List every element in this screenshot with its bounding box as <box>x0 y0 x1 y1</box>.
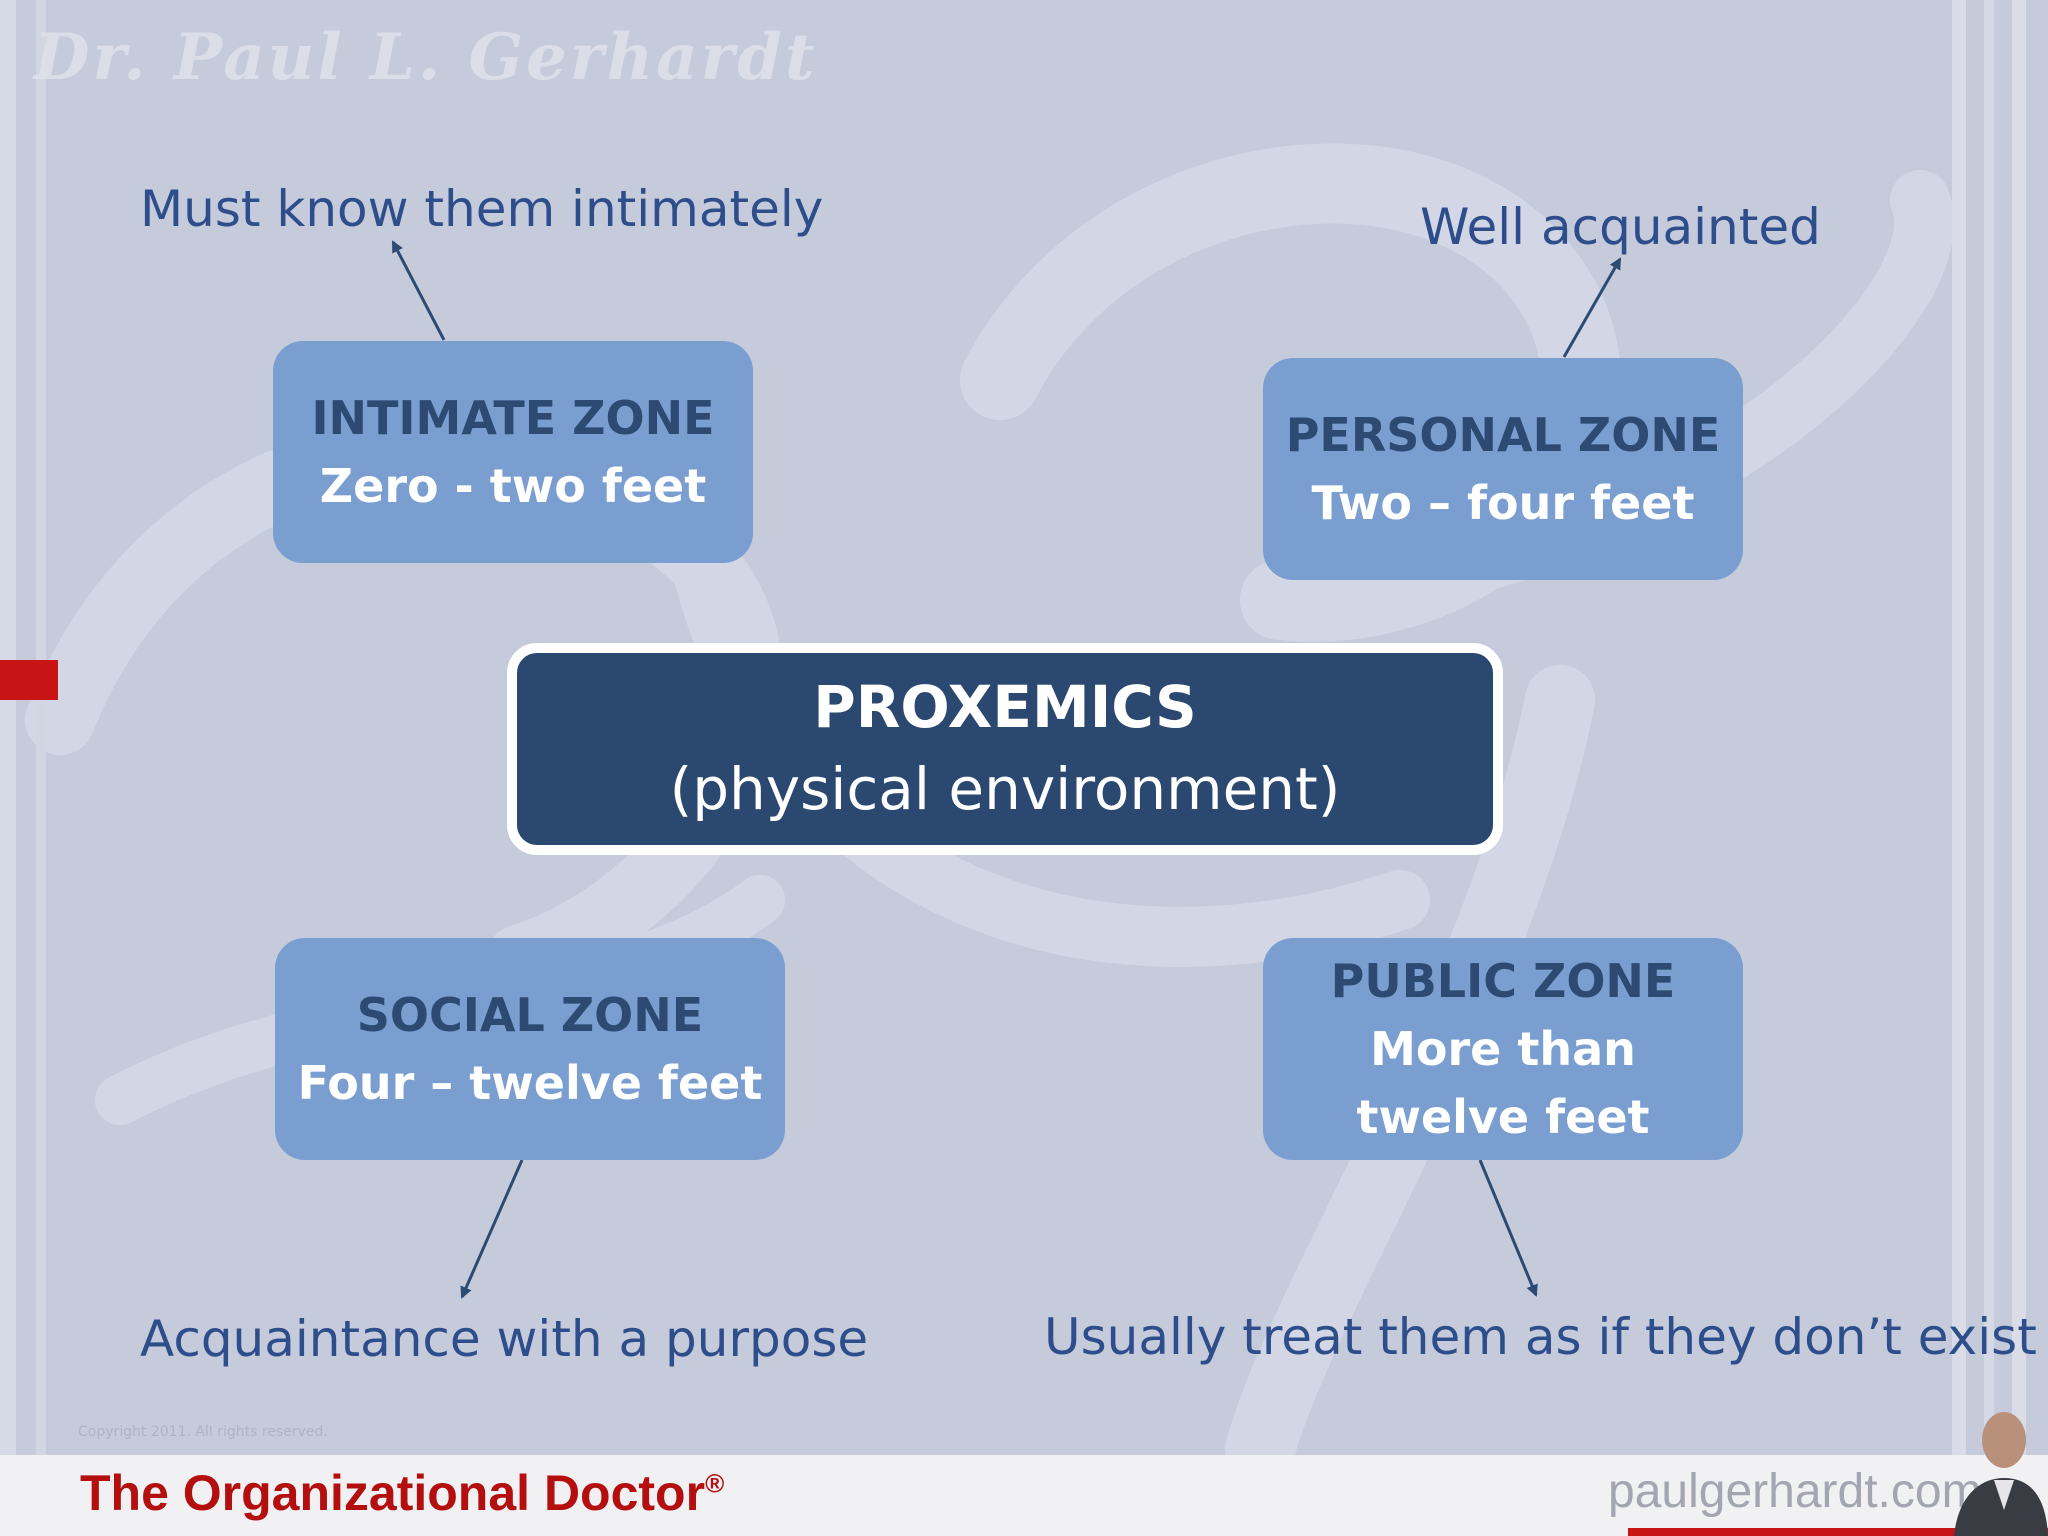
zone-title: PUBLIC ZONE <box>1330 954 1676 1008</box>
brand-logo: The Organizational Doctor® <box>80 1464 724 1522</box>
public-zone-box: PUBLIC ZONE More than twelve feet <box>1263 938 1743 1160</box>
arrow-personal <box>1562 257 1622 358</box>
right-stripe <box>2012 0 2026 1460</box>
center-title: PROXEMICS <box>813 673 1197 741</box>
copyright-text: Copyright 2011. All rights reserved. <box>78 1424 328 1440</box>
center-subtitle: (physical environment) <box>669 755 1341 823</box>
zone-title: INTIMATE ZONE <box>311 391 715 445</box>
footer-bar <box>0 1455 2048 1536</box>
zone-distance: More than twelve feet <box>1356 1022 1650 1144</box>
zone-title: PERSONAL ZONE <box>1285 408 1721 462</box>
zone-distance: Zero - two feet <box>319 459 707 513</box>
red-tab-marker <box>0 660 58 700</box>
intimate-zone-box: INTIMATE ZONE Zero - two feet <box>273 341 753 563</box>
social-caption: Acquaintance with a purpose <box>140 1310 869 1368</box>
arrow-social <box>460 1159 524 1299</box>
presenter-avatar <box>1954 1412 2048 1536</box>
arrow-intimate <box>391 240 446 341</box>
proxemics-center-box: PROXEMICS (physical environment) <box>507 643 1503 855</box>
brand-name: The Organizational Doctor <box>80 1465 706 1521</box>
footer-red-accent <box>1628 1528 2048 1536</box>
zone-title: SOCIAL ZONE <box>356 988 704 1042</box>
right-stripe <box>1952 0 1966 1460</box>
website-url: paulgerhardt.com <box>1608 1465 1982 1518</box>
zone-distance: Four – twelve feet <box>297 1056 763 1110</box>
arrow-public <box>1478 1159 1538 1297</box>
social-zone-box: SOCIAL ZONE Four – twelve feet <box>275 938 785 1160</box>
intimate-caption: Must know them intimately <box>140 180 824 238</box>
left-stripe <box>0 0 16 1460</box>
right-stripe <box>1984 0 1994 1460</box>
personal-zone-box: PERSONAL ZONE Two – four feet <box>1263 358 1743 580</box>
registered-mark: ® <box>705 1468 725 1499</box>
signature-watermark: Dr. Paul L. Gerhardt <box>34 20 818 95</box>
personal-caption: Well acquainted <box>1420 198 1821 256</box>
public-caption: Usually treat them as if they don’t exis… <box>1044 1308 2037 1366</box>
zone-distance: Two – four feet <box>1311 476 1695 530</box>
left-stripe <box>36 0 46 1460</box>
